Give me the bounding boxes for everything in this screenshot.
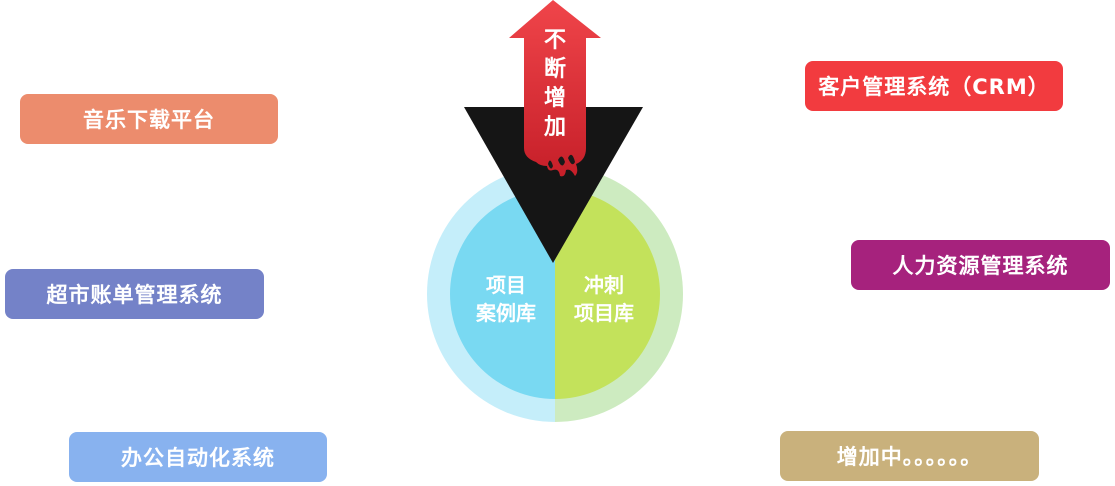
adding-more-tag: 增加中。。。。。。 (780, 431, 1039, 481)
drip-details (548, 154, 575, 169)
supermarket-billing-system-tag: 超市账单管理系统 (5, 269, 264, 319)
up-arrow (509, 0, 601, 177)
office-automation-system-label: 办公自动化系统 (121, 446, 275, 470)
crm-system-label: 客户管理系统（CRM） (818, 75, 1050, 99)
project-case-library-half (450, 189, 555, 399)
arrow-char-1: 不 (544, 28, 566, 53)
project-case-label-line1: 项目 (486, 273, 526, 297)
project-case-label-line2: 案例库 (475, 301, 536, 325)
music-download-platform-tag: 音乐下载平台 (20, 94, 278, 144)
funnel-triangle (464, 107, 643, 263)
sprint-project-label-line2: 项目库 (574, 301, 634, 325)
sprint-project-library-half (555, 189, 660, 399)
supermarket-billing-system-label: 超市账单管理系统 (46, 283, 223, 307)
hr-management-system-label: 人力资源管理系统 (892, 254, 1069, 278)
hr-management-system-tag: 人力资源管理系统 (851, 240, 1110, 290)
music-download-platform-label: 音乐下载平台 (83, 108, 215, 132)
sprint-project-label-line1: 冲刺 (584, 273, 624, 297)
arrow-char-3: 增 (544, 85, 566, 111)
adding-more-label: 增加中。。。。。。 (836, 445, 983, 469)
arrow-char-2: 断 (544, 56, 566, 82)
crm-system-tag: 客户管理系统（CRM） (805, 61, 1063, 111)
office-automation-system-tag: 办公自动化系统 (69, 432, 327, 482)
arrow-char-4: 加 (543, 115, 566, 140)
